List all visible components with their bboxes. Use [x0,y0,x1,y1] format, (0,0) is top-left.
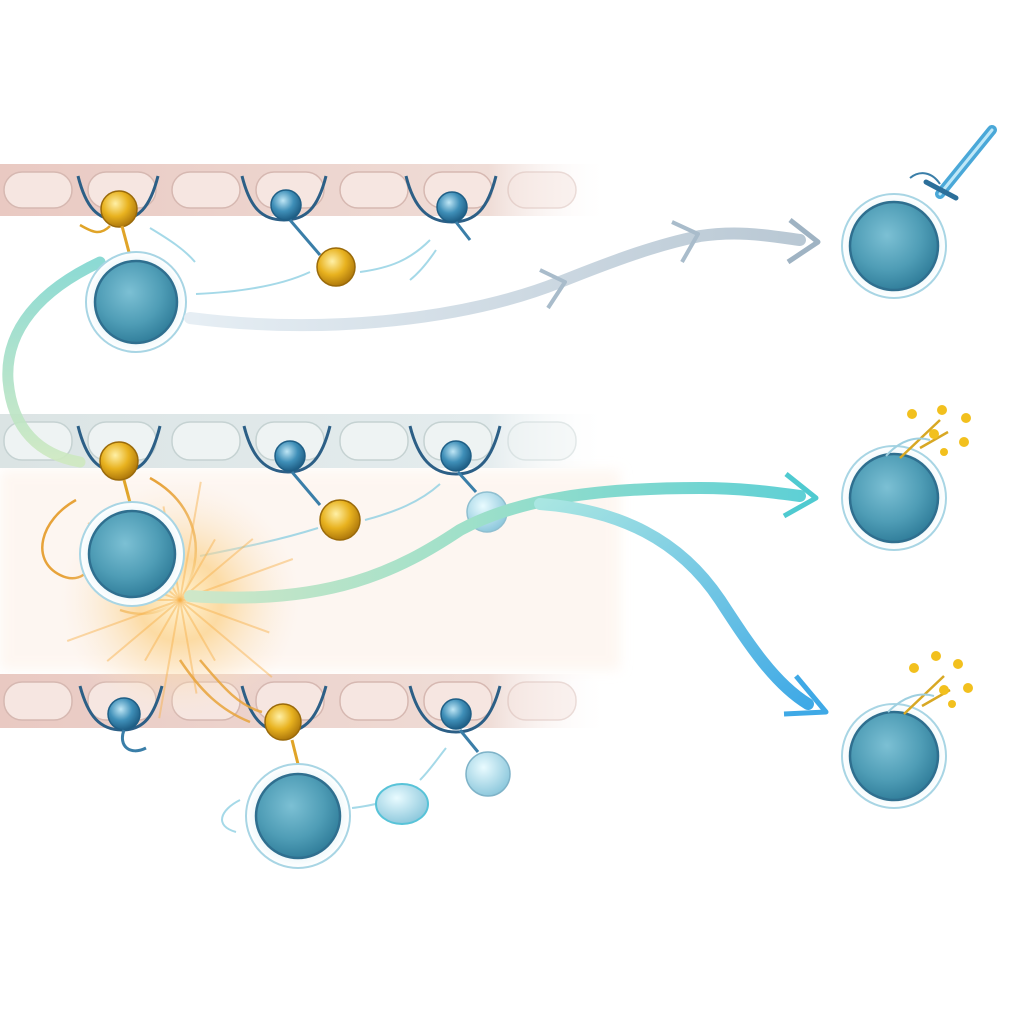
arrow-branch [534,498,814,710]
particle [939,685,949,695]
orange-tether [178,659,263,724]
outcome-cell [848,200,940,292]
lane-3 [78,651,973,869]
lane-1 [2,125,997,468]
tether [454,221,472,241]
endothelial-cell [339,421,409,461]
receptor [242,425,332,474]
burst-ray [179,599,270,634]
particle [940,448,948,456]
blue-marker [440,440,472,472]
burst-ray [179,538,254,601]
vesicle [375,783,429,825]
particle [937,405,947,415]
tissue-band [0,164,610,216]
burst-ray [179,538,216,601]
outcome-cell [848,452,940,544]
tether [458,729,480,753]
receptor [408,685,502,734]
endothelial-cell [171,421,241,461]
endothelial-cell [171,171,241,209]
cell [93,259,179,345]
gold-marker [264,703,302,741]
vesicle [465,751,511,797]
endothelial-cell [3,681,73,721]
blue-marker [436,191,468,223]
receptor [408,425,502,476]
tether [79,223,111,234]
particle [907,409,917,419]
burst-ray [179,481,202,601]
tether [290,471,322,506]
endothelial-cell [339,171,409,209]
lane-2 [41,405,971,720]
arrow-head [783,674,829,717]
arrow-lane-1 [184,227,806,332]
tether [121,729,147,753]
burst-ray [66,599,181,642]
gold-marker [100,190,138,228]
arrow-chevron [539,268,567,310]
arrow-lane-2 [184,481,806,604]
endothelial-cell [507,171,577,209]
cell [254,772,342,860]
blue-marker [270,189,302,221]
particle [953,659,963,669]
burst-ray [158,599,181,719]
endothelial-cell [507,681,577,721]
outcome-cell [848,710,940,802]
arrow-chevron [671,220,700,263]
particle [963,683,973,693]
arrow-head [786,218,821,265]
burst-ray [179,599,273,678]
particle [961,413,971,423]
tether [456,470,478,494]
burst-ray [179,599,216,662]
blue-marker [107,697,141,731]
endothelial-cell [507,421,577,461]
gold-marker [316,247,356,287]
tendril [195,239,437,295]
particle [931,651,941,661]
tissue-band [0,674,610,728]
blue-marker [274,440,306,472]
probe-icon [909,125,997,201]
particle [948,700,956,708]
particle [909,663,919,673]
tether [288,219,322,256]
arrow-head [782,472,819,519]
tendril [149,227,196,263]
gold-marker [319,499,361,541]
gold-marker [99,441,139,481]
endothelial-cell [339,681,409,721]
tether [120,225,132,257]
burst-ray [106,599,181,662]
tendril [221,799,241,833]
endothelial-cell [3,171,73,209]
cell [87,509,177,599]
burst-ray [144,599,181,662]
released-particles [885,405,971,459]
particle [929,429,939,439]
particle [959,437,969,447]
released-particles [887,651,973,715]
sweep-arc [2,256,106,468]
blue-marker [440,698,472,730]
